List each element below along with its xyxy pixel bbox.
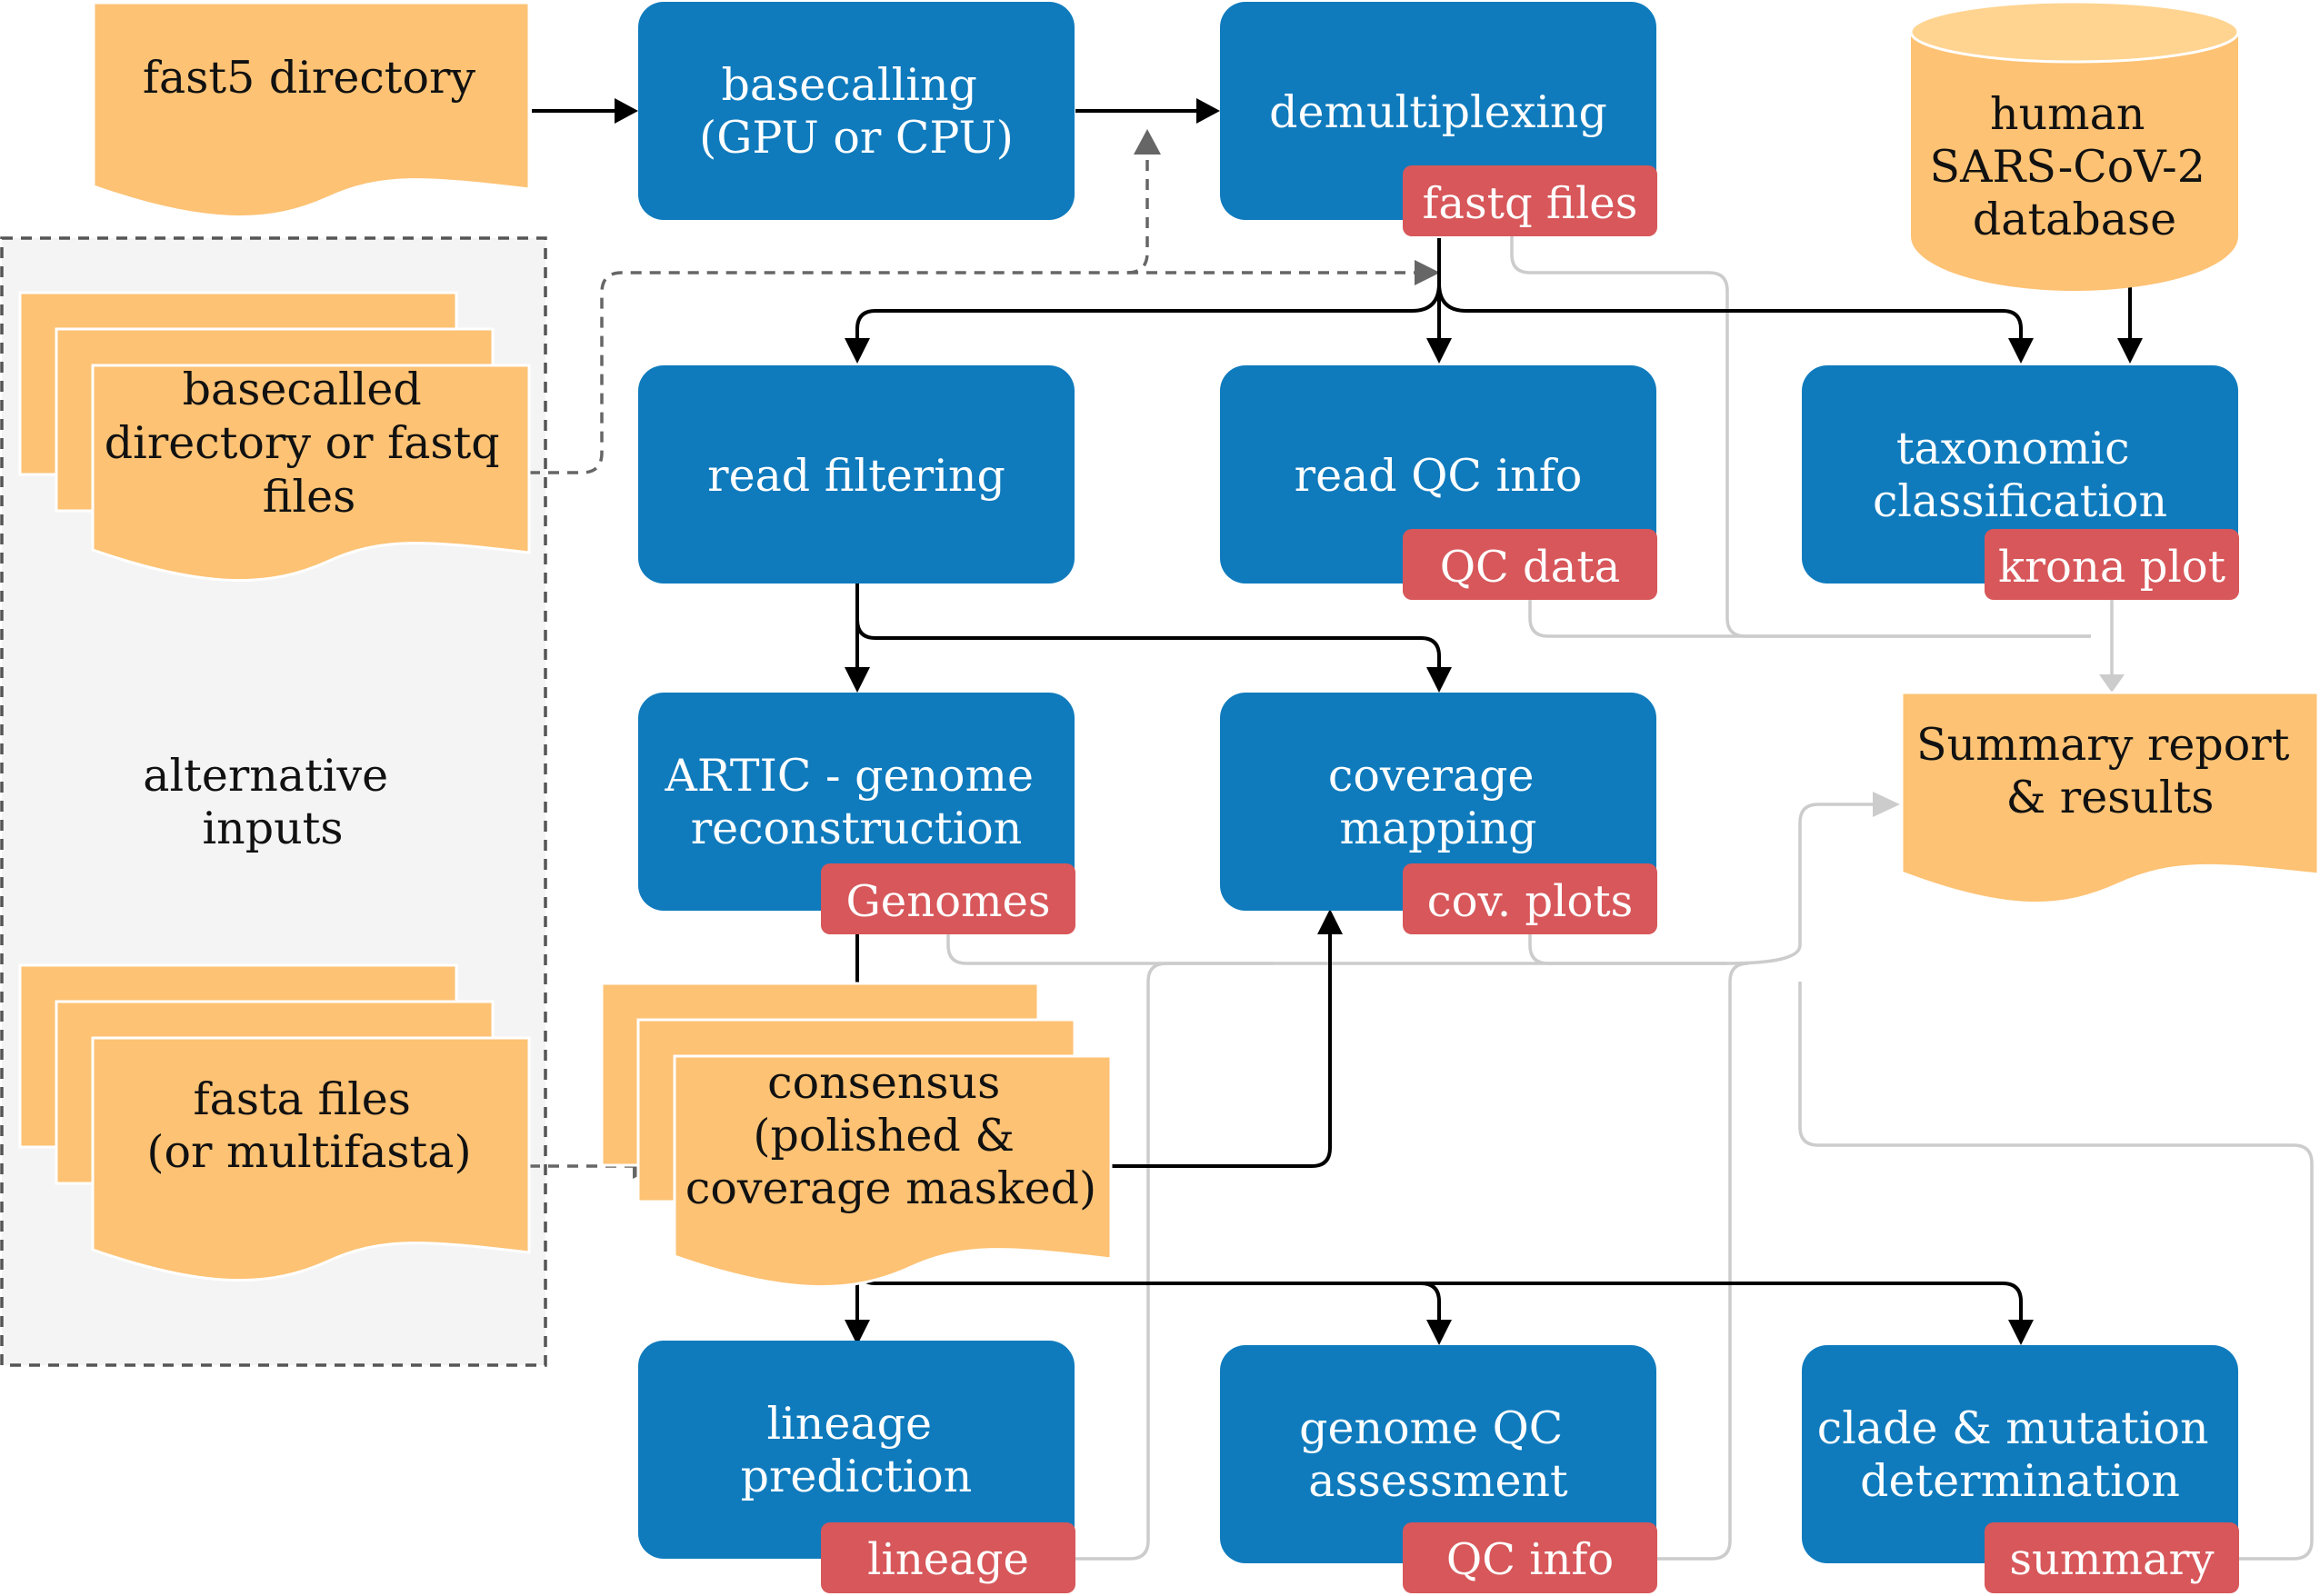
- qc-info-tag: [1403, 1522, 1657, 1593]
- fast5-directory-input: fast5 directory: [92, 1, 531, 219]
- cov-plots-tag-label: cov. plots: [1427, 876, 1634, 927]
- basecalled-input: basecalled directory or fastq files: [18, 291, 531, 583]
- lineage-prediction-step: lineage prediction lineage: [638, 1341, 1075, 1593]
- demultiplexing-step: demultiplexing fastq files: [1220, 2, 1657, 236]
- basecalled-label: basecalled directory or fastq files: [105, 364, 514, 523]
- taxonomic-classification-label: taxonomic classification: [1873, 423, 2167, 527]
- fastq-files-tag: [1403, 165, 1657, 236]
- artic-label: ARTIC - genome reconstruction: [664, 750, 1047, 854]
- summary-tag: [1985, 1522, 2239, 1593]
- qc-data-tag: [1403, 529, 1657, 600]
- genomes-tag: [821, 863, 1075, 934]
- cov-plots-tag: [1403, 863, 1657, 934]
- taxonomic-classification-step: taxonomic classification krona plot: [1802, 365, 2239, 600]
- fasta-files-input: fasta files (or multifasta): [18, 963, 531, 1282]
- demultiplexing-label: demultiplexing: [1269, 86, 1607, 138]
- basecalling-label: basecalling (GPU or CPU): [699, 59, 1014, 164]
- fastq-files-tag-label: fastq files: [1423, 178, 1638, 229]
- krona-plot-tag-label: krona plot: [1998, 542, 2225, 593]
- qc-data-tag-label: QC data: [1440, 542, 1621, 593]
- read-filtering-label: read filtering: [707, 450, 1005, 502]
- basecalling-step: basecalling (GPU or CPU): [638, 2, 1075, 220]
- read-filtering-step: read filtering: [638, 365, 1075, 584]
- clade-mutation-label: clade & mutation determination: [1817, 1402, 2223, 1507]
- genomes-tag-label: Genomes: [845, 876, 1050, 927]
- alternative-inputs-label: alternative inputs: [143, 750, 402, 854]
- output-connectors: [946, 229, 2314, 1561]
- lineage-tag-label: lineage: [867, 1534, 1029, 1585]
- lineage-tag: [821, 1522, 1075, 1593]
- summary-report-label: Summary report & results: [1916, 719, 2304, 823]
- database-label: human SARS-CoV-2 database: [1930, 88, 2220, 245]
- artic-step: ARTIC - genome reconstruction Genomes: [638, 693, 1075, 934]
- krona-plot-tag: [1985, 529, 2239, 600]
- coverage-mapping-step: coverage mapping cov. plots: [1220, 693, 1657, 934]
- summary-tag-label: summary: [2009, 1534, 2214, 1585]
- lineage-prediction-label: lineage prediction: [741, 1398, 973, 1502]
- read-qc-label: read QC info: [1295, 450, 1583, 502]
- read-qc-step: read QC info QC data: [1220, 365, 1657, 600]
- fast5-directory-label: fast5 directory: [143, 52, 475, 104]
- genome-qc-label: genome QC assessment: [1299, 1402, 1577, 1507]
- clade-mutation-step: clade & mutation determination summary: [1802, 1345, 2239, 1593]
- qc-info-tag-label: QC info: [1446, 1534, 1614, 1585]
- consensus-output: consensus (polished & coverage masked): [600, 982, 1113, 1289]
- consensus-label: consensus (polished & coverage masked): [685, 1057, 1096, 1214]
- coverage-mapping-label: coverage mapping: [1328, 750, 1548, 854]
- genome-qc-step: genome QC assessment QC info: [1220, 1345, 1657, 1593]
- database-input: human SARS-CoV-2 database: [1909, 0, 2240, 291]
- fasta-files-label: fasta files (or multifasta): [146, 1073, 471, 1178]
- summary-report-output: Summary report & results: [1900, 691, 2320, 904]
